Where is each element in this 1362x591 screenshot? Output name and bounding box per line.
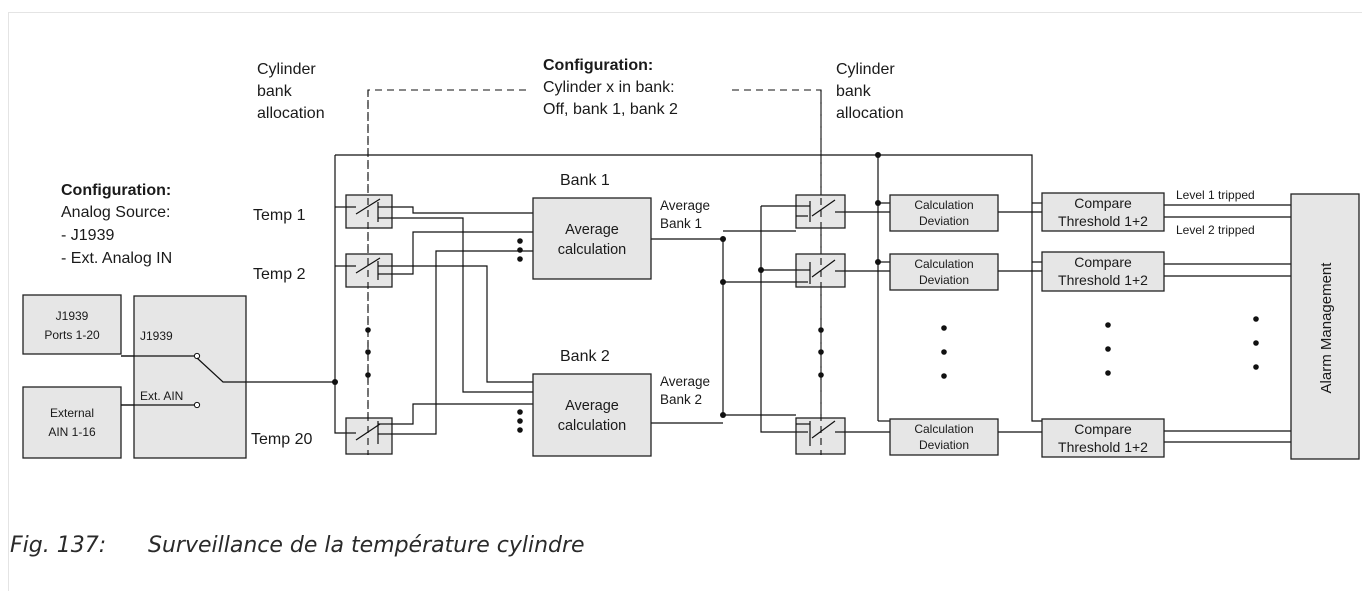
svg-text:Cylinder x in bank:: Cylinder x in bank: bbox=[543, 79, 675, 96]
svg-text:Calculation: Calculation bbox=[914, 422, 973, 436]
svg-text:Ext. AIN: Ext. AIN bbox=[140, 389, 183, 403]
svg-text:Calculation: Calculation bbox=[914, 257, 973, 271]
svg-text:Cylinder: Cylinder bbox=[257, 61, 316, 78]
average-bank1-label: Average Bank 1 bbox=[660, 198, 710, 231]
svg-text:Threshold 1+2: Threshold 1+2 bbox=[1058, 213, 1148, 229]
svg-text:Threshold 1+2: Threshold 1+2 bbox=[1058, 439, 1148, 455]
ellipsis-dots bbox=[365, 238, 1259, 433]
bank1-title: Bank 1 bbox=[560, 172, 610, 189]
deviation-box-1: Calculation Deviation bbox=[889, 194, 999, 232]
svg-text:calculation: calculation bbox=[558, 418, 627, 434]
svg-text:Compare: Compare bbox=[1074, 195, 1132, 211]
config-top-label: Configuration: Cylinder x in bank: Off, … bbox=[543, 57, 678, 118]
svg-text:allocation: allocation bbox=[257, 105, 325, 122]
svg-text:Deviation: Deviation bbox=[919, 214, 969, 228]
junction-dots bbox=[332, 152, 881, 418]
bank2-average-box: Average calculation bbox=[532, 373, 652, 457]
svg-text:bank: bank bbox=[257, 83, 293, 100]
svg-text:Threshold 1+2: Threshold 1+2 bbox=[1058, 272, 1148, 288]
svg-text:Average: Average bbox=[565, 222, 619, 238]
cylinder-bank-allocation-right-label: Cylinder bank allocation bbox=[836, 61, 904, 122]
temp1-label: Temp 1 bbox=[253, 207, 306, 224]
deviation-box-20: Calculation Deviation bbox=[889, 418, 999, 456]
svg-text:Configuration:: Configuration: bbox=[61, 182, 171, 199]
level2-tripped-label: Level 2 tripped bbox=[1176, 223, 1255, 237]
svg-text:Average: Average bbox=[660, 198, 710, 213]
svg-text:bank: bank bbox=[836, 83, 872, 100]
svg-text:Configuration:: Configuration: bbox=[543, 57, 653, 74]
svg-text:Average: Average bbox=[565, 398, 619, 414]
j1939-ports-box: J1939 Ports 1-20 bbox=[22, 294, 122, 355]
svg-text:Bank 1: Bank 1 bbox=[660, 216, 702, 231]
alarm-management-box: Alarm Management bbox=[1290, 193, 1360, 460]
level1-tripped-label: Level 1 tripped bbox=[1176, 188, 1255, 202]
compare-box-1: Compare Threshold 1+2 bbox=[1041, 192, 1165, 232]
svg-text:- J1939: - J1939 bbox=[61, 227, 114, 244]
source-selector-box: J1939 Ext. AIN bbox=[121, 295, 247, 459]
figure-number: Fig. 137: bbox=[10, 533, 107, 558]
svg-text:J1939: J1939 bbox=[56, 309, 89, 323]
left-switch-temp2 bbox=[345, 253, 393, 288]
frame-left-border bbox=[8, 12, 9, 591]
svg-text:- Ext. Analog IN: - Ext. Analog IN bbox=[61, 250, 172, 267]
temp20-label: Temp 20 bbox=[251, 431, 312, 448]
figure-caption: Fig. 137: Surveillance de la température … bbox=[10, 533, 585, 558]
svg-text:allocation: allocation bbox=[836, 105, 904, 122]
svg-text:AIN 1-16: AIN 1-16 bbox=[48, 425, 96, 439]
compare-box-2: Compare Threshold 1+2 bbox=[1041, 251, 1165, 292]
svg-text:calculation: calculation bbox=[558, 242, 627, 258]
average-bank2-label: Average Bank 2 bbox=[660, 374, 710, 407]
external-ain-box: External AIN 1-16 bbox=[22, 386, 122, 459]
bank2-title: Bank 2 bbox=[560, 348, 610, 365]
svg-text:Deviation: Deviation bbox=[919, 438, 969, 452]
compare-box-20: Compare Threshold 1+2 bbox=[1041, 418, 1165, 458]
svg-text:Calculation: Calculation bbox=[914, 198, 973, 212]
temp2-label: Temp 2 bbox=[253, 266, 306, 283]
svg-text:Cylinder: Cylinder bbox=[836, 61, 895, 78]
figure-title: Surveillance de la température cylindre bbox=[148, 533, 585, 558]
cylinder-bank-allocation-left-label: Cylinder bank allocation bbox=[257, 61, 325, 122]
config-left-label: Configuration: Analog Source: - J1939 - … bbox=[61, 182, 172, 267]
svg-text:Compare: Compare bbox=[1074, 254, 1132, 270]
left-switch-temp1 bbox=[345, 194, 393, 229]
deviation-box-2: Calculation Deviation bbox=[889, 253, 999, 291]
svg-text:Analog Source:: Analog Source: bbox=[61, 204, 170, 221]
svg-text:Deviation: Deviation bbox=[919, 273, 969, 287]
svg-text:Alarm Management: Alarm Management bbox=[1318, 262, 1335, 394]
svg-text:Off, bank 1, bank 2: Off, bank 1, bank 2 bbox=[543, 101, 678, 118]
bank1-average-box: Average calculation bbox=[532, 197, 652, 280]
left-switch-temp20 bbox=[345, 417, 393, 455]
svg-text:Compare: Compare bbox=[1074, 421, 1132, 437]
frame-top-border bbox=[8, 12, 1362, 13]
svg-text:External: External bbox=[50, 406, 94, 420]
right-switch-20 bbox=[795, 417, 846, 455]
svg-text:Bank 2: Bank 2 bbox=[660, 392, 702, 407]
svg-text:J1939: J1939 bbox=[140, 329, 173, 343]
svg-text:Ports 1-20: Ports 1-20 bbox=[44, 328, 100, 342]
svg-text:Average: Average bbox=[660, 374, 710, 389]
